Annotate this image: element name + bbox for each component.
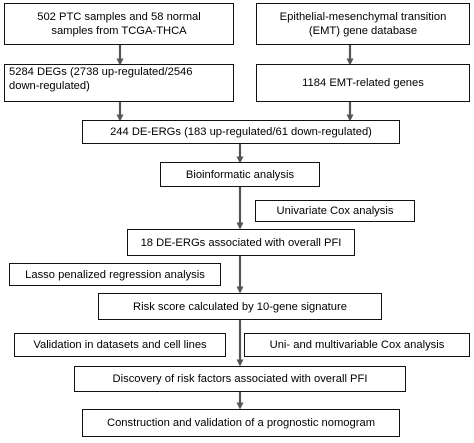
risk-factors-box: Discovery of risk factors associated wit…: [74, 366, 406, 392]
bioinformatic-analysis-label: Bioinformatic analysis: [185, 168, 295, 181]
samples-line2: samples from TCGA-THCA: [51, 25, 187, 37]
validation-box: Validation in datasets and cell lines: [14, 333, 226, 357]
nomogram-box: Construction and validation of a prognos…: [82, 409, 400, 437]
emt-genes-label: 1184 EMT-related genes: [302, 77, 424, 89]
univariate-cox-label: Univariate Cox analysis: [276, 205, 394, 217]
lasso-regression-label: Lasso penalized regression analysis: [25, 268, 205, 281]
samples-box: 502 PTC samples and 58 normal samples fr…: [4, 3, 234, 45]
validation-label: Validation in datasets and cell lines: [33, 339, 207, 351]
pfi-de-ergs-label: 18 DE-ERGs associated with overall PFI: [140, 236, 342, 249]
univariate-cox-box: Univariate Cox analysis: [255, 200, 415, 222]
degs-line1: 5284 DEGs (2738 up-regulated/2546: [9, 66, 193, 78]
nomogram-label: Construction and validation of a prognos…: [106, 417, 376, 429]
de-ergs-label: 244 DE-ERGs (183 up-regulated/61 down-re…: [110, 126, 372, 138]
bioinformatic-analysis-box: Bioinformatic analysis: [160, 162, 320, 187]
multivariable-cox-box: Uni- and multivariable Cox analysis: [244, 333, 470, 357]
pfi-de-ergs-box: 18 DE-ERGs associated with overall PFI: [127, 229, 355, 256]
de-ergs-box: 244 DE-ERGs (183 up-regulated/61 down-re…: [82, 120, 400, 144]
lasso-regression-box: Lasso penalized regression analysis: [9, 263, 221, 286]
emt-genes-box: 1184 EMT-related genes: [256, 64, 470, 102]
multivariable-cox-label: Uni- and multivariable Cox analysis: [269, 339, 445, 351]
samples-line1: 502 PTC samples and 58 normal: [37, 11, 201, 23]
emt-database-line1: Epithelial-mesenchymal transition: [279, 11, 447, 23]
risk-score-box: Risk score calculated by 10-gene signatu…: [98, 293, 382, 320]
emt-database-box: Epithelial-mesenchymal transition (EMT) …: [256, 3, 470, 45]
risk-score-label: Risk score calculated by 10-gene signatu…: [133, 300, 347, 313]
degs-line2: down-regulated): [9, 80, 90, 92]
emt-database-line2: (EMT) gene database: [308, 25, 418, 37]
degs-box: 5284 DEGs (2738 up-regulated/2546 down-r…: [4, 64, 234, 102]
risk-factors-label: Discovery of risk factors associated wit…: [112, 373, 368, 385]
